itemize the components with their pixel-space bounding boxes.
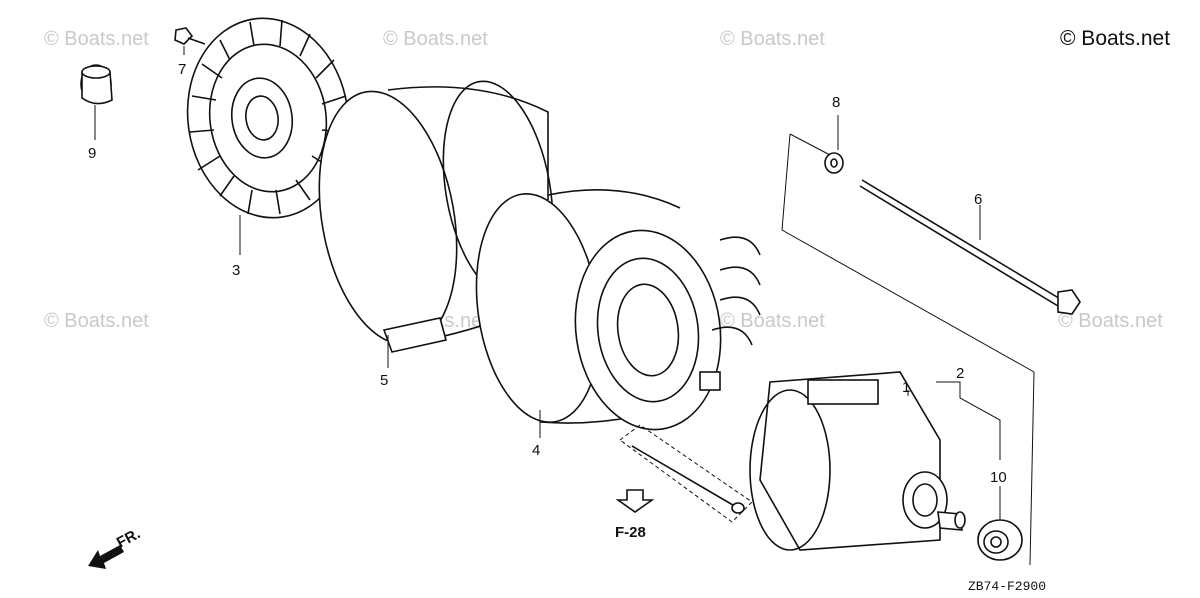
through-bolt-part: [859, 179, 1081, 315]
callout-rotor-assembly: 2: [956, 365, 964, 382]
washer-part: [824, 115, 844, 174]
stud-bolt-part: [619, 424, 753, 523]
callout-cap: 9: [88, 145, 96, 162]
callout-fan-cover: 5: [380, 372, 388, 389]
cap-part: [80, 64, 113, 140]
callout-bearing: 10: [990, 469, 1007, 486]
fan-bolt-part: [174, 27, 206, 55]
watermark-7: © Boats.net: [1058, 310, 1163, 332]
diagram-code: ZB74-F2900: [968, 579, 1046, 594]
watermark-3: © Boats.net: [720, 28, 825, 50]
bearing-part: [977, 486, 1023, 561]
rotor-part: [749, 371, 966, 551]
cooling-fan-part: [186, 17, 350, 255]
assembly-bracket: [781, 133, 1035, 566]
callout-cooling-fan: 3: [232, 262, 240, 279]
callout-stator: 4: [532, 442, 540, 459]
callout-through-bolt: 6: [974, 191, 982, 208]
callout-washer: 8: [832, 94, 840, 111]
callout-fan-bolt: 7: [178, 61, 186, 78]
stator-part: [475, 188, 761, 438]
watermark-2: © Boats.net: [383, 28, 488, 50]
front-direction-arrow: [88, 545, 124, 569]
callout-rotor: 1: [902, 379, 910, 396]
reference-arrow: [615, 489, 655, 513]
watermark-6: © Boats.net: [720, 310, 825, 332]
copyright-notice: © Boats.net: [1060, 27, 1170, 50]
reference-label: F-28: [615, 524, 646, 541]
rotor-bracket: [907, 381, 1001, 460]
watermark-1: © Boats.net: [44, 28, 149, 50]
watermark-4: © Boats.net: [44, 310, 149, 332]
